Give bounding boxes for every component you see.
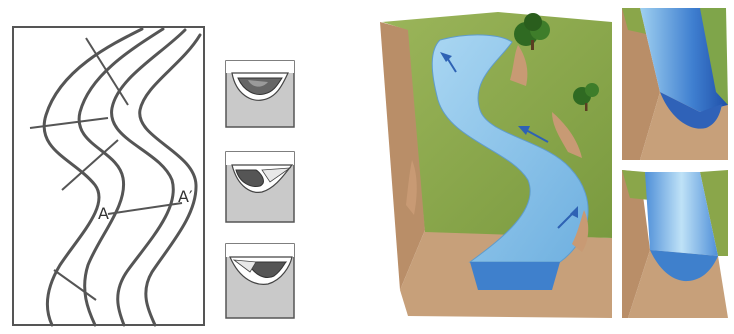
cross-section-1 xyxy=(226,61,294,127)
label-a: A xyxy=(98,204,109,223)
meander-3d-block xyxy=(380,12,612,318)
meander-map: A A′ xyxy=(13,27,204,325)
river-front-cut xyxy=(470,262,560,290)
cross-section-2 xyxy=(226,152,294,222)
map-frame xyxy=(13,27,204,325)
straight-channel-block xyxy=(622,170,728,318)
cross-section-3 xyxy=(226,244,294,318)
label-a-prime: A′ xyxy=(178,187,193,206)
cross-section-panels xyxy=(226,61,294,318)
deep-channel-block xyxy=(622,8,728,160)
